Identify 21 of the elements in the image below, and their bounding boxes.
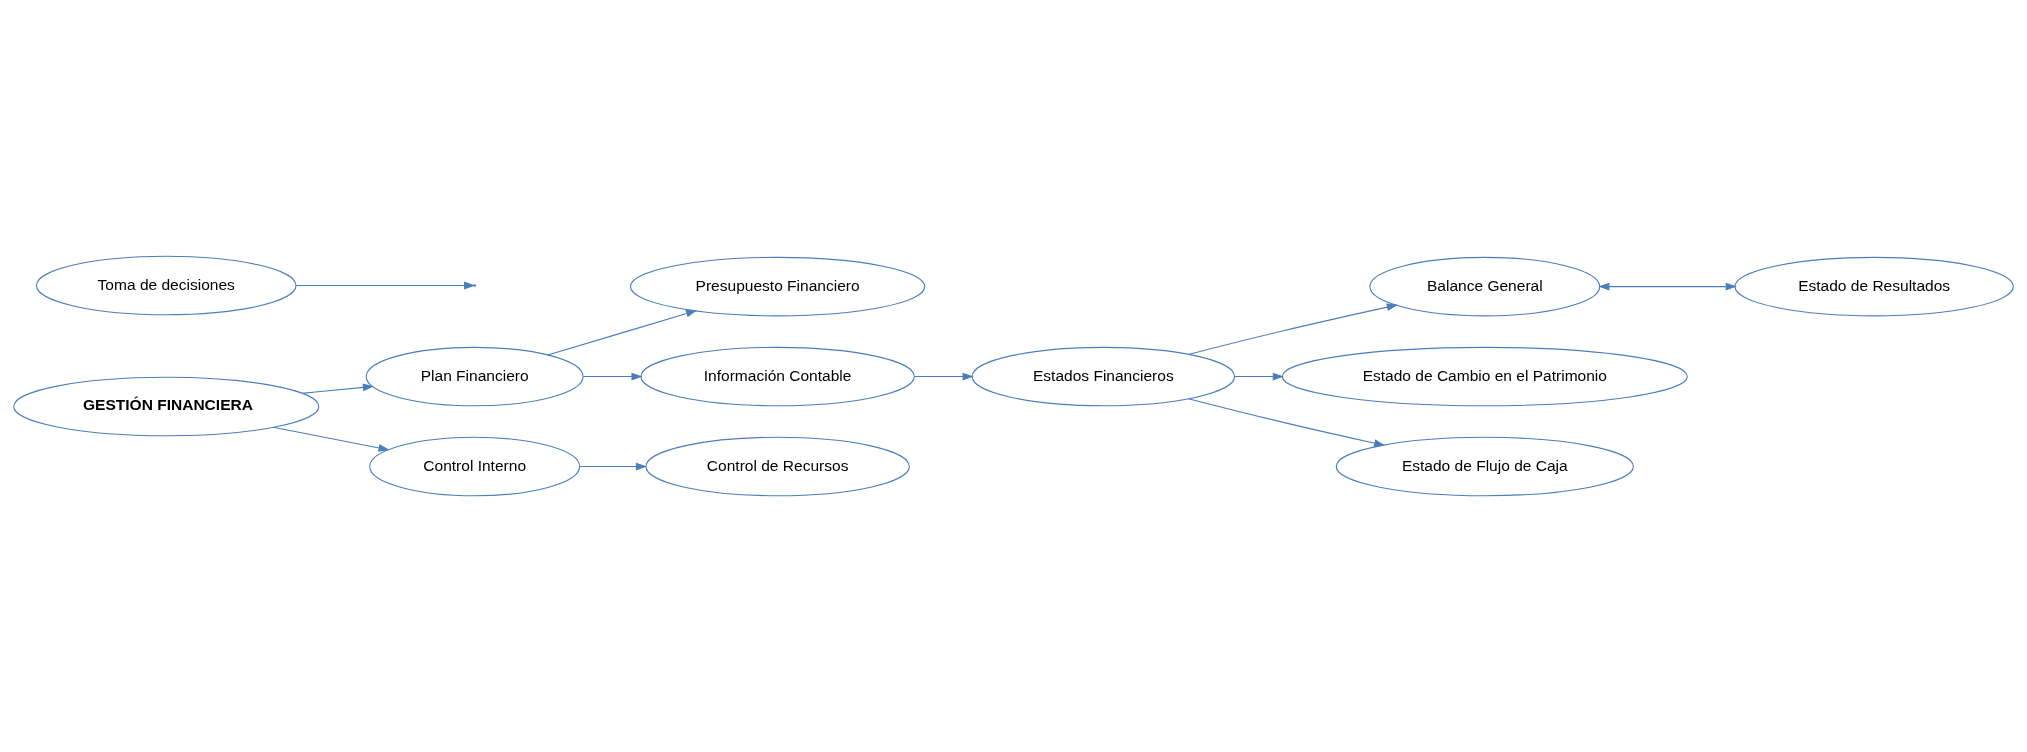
node-ellipse: Estado de Resultados [1734,256,2014,317]
arrow [295,281,476,290]
arrow [1234,372,1284,381]
node-ellipse: Estado de Cambio en el Patrimonio [1281,346,1688,407]
arrow [1187,398,1386,447]
node-ellipse: Información Contable [640,346,915,407]
node-ellipse: Estados Financieros [971,346,1236,407]
node-ellipse: Balance General [1369,256,1601,317]
arrow [547,309,698,356]
arrow [1598,282,1737,291]
arrow [301,383,374,394]
arrow [272,426,390,452]
arrow [579,462,647,471]
node-ellipse: Toma de decisiones [35,255,297,316]
node-ellipse: Plan Financiero [365,346,584,407]
node-ellipse: GESTIÓN FINANCIERA [13,376,320,437]
node-ellipse: Control Interno [369,436,581,497]
arrow [582,372,643,381]
arrow [913,372,974,381]
arrow [1187,303,1398,355]
node-ellipse: Control de Recursos [645,436,910,497]
